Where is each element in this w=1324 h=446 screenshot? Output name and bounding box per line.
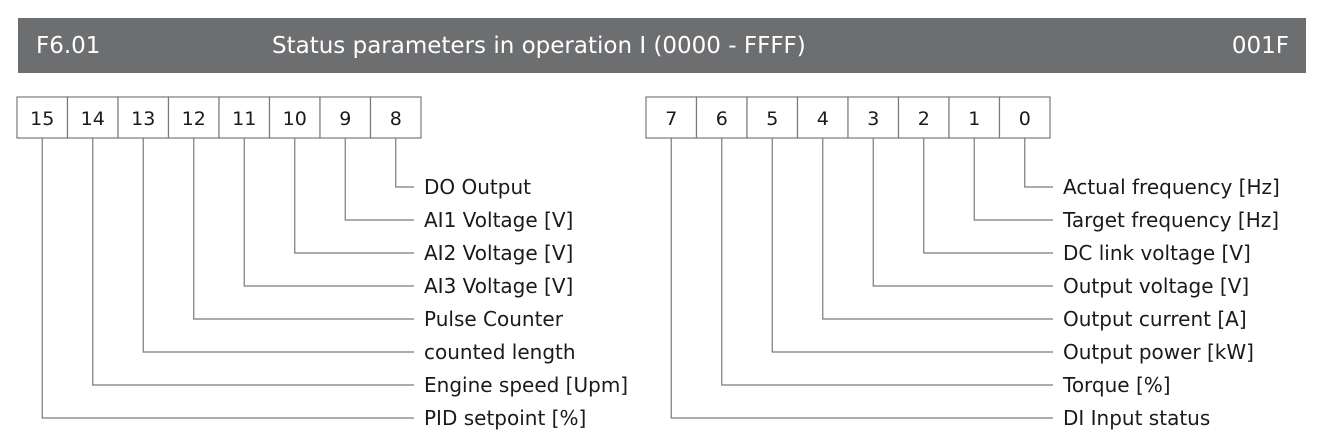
- bit-number-12: 12: [182, 108, 206, 130]
- bit-number-4: 4: [817, 108, 829, 130]
- leader-line-bit-6: [721, 138, 1053, 386]
- leader-line-bit-11: [243, 138, 414, 287]
- bit-cell-12: [167, 96, 220, 139]
- bit-label-2: DC link voltage [V]: [1063, 241, 1251, 265]
- bit-number-11: 11: [232, 108, 256, 130]
- bit-cell-7: [645, 96, 698, 139]
- leader-line-bit-4: [822, 138, 1053, 320]
- leader-line-bit-14: [92, 138, 414, 386]
- bit-number-0: 0: [1019, 108, 1031, 130]
- parameter-code: F6.01: [36, 33, 101, 59]
- bit-label-6: Torque [%]: [1062, 373, 1171, 397]
- leader-line-bit-7: [670, 138, 1053, 419]
- bit-label-10: AI2 Voltage [V]: [424, 241, 573, 265]
- bit-label-11: AI3 Voltage [V]: [424, 274, 573, 298]
- bit-number-10: 10: [283, 108, 307, 130]
- bit-label-0: Actual frequency [Hz]: [1063, 175, 1280, 199]
- leader-line-bit-2: [923, 138, 1053, 254]
- leader-line-bit-0: [1024, 138, 1053, 188]
- parameter-header: F6.01 Status parameters in operation I (…: [18, 18, 1306, 73]
- bit-label-5: Output power [kW]: [1063, 340, 1254, 364]
- bit-label-9: AI1 Voltage [V]: [424, 208, 573, 232]
- parameter-title: Status parameters in operation I (0000 -…: [272, 33, 806, 59]
- bit-number-1: 1: [968, 108, 980, 130]
- bit-number-8: 8: [390, 108, 402, 130]
- bit-label-1: Target frequency [Hz]: [1062, 208, 1279, 232]
- bit-number-9: 9: [339, 108, 351, 130]
- bit-label-8: DO Output: [424, 175, 531, 199]
- leader-line-bit-8: [395, 138, 414, 188]
- leader-line-bit-3: [872, 138, 1053, 287]
- bit-number-13: 13: [131, 108, 155, 130]
- bit-label-14: Engine speed [Upm]: [424, 373, 628, 397]
- leader-line-bit-13: [142, 138, 414, 353]
- bit-number-14: 14: [81, 108, 105, 130]
- bit-number-6: 6: [716, 108, 728, 130]
- bit-number-2: 2: [918, 108, 930, 130]
- bit-number-15: 15: [30, 108, 54, 130]
- bit-cell-5: [746, 96, 799, 139]
- leader-line-bit-5: [771, 138, 1053, 353]
- bit-label-12: Pulse Counter: [424, 307, 564, 331]
- leader-line-bit-1: [973, 138, 1053, 221]
- bit-cell-0: [998, 96, 1051, 139]
- parameter-default-value: 001F: [1231, 33, 1289, 59]
- bit-cell-9: [319, 96, 372, 139]
- bit-number-5: 5: [766, 108, 778, 130]
- bit-cell-3: [847, 96, 900, 139]
- leader-line-bit-9: [344, 138, 414, 221]
- bit-label-3: Output voltage [V]: [1063, 274, 1249, 298]
- bit-cell-2: [897, 96, 950, 139]
- bit-label-15: PID setpoint [%]: [424, 406, 586, 430]
- bit-label-13: counted length: [424, 340, 576, 364]
- bit-cell-15: [16, 96, 69, 139]
- bit-label-4: Output current [A]: [1063, 307, 1247, 331]
- leader-line-bit-15: [41, 138, 414, 419]
- bit-number-3: 3: [867, 108, 879, 130]
- leader-line-bit-10: [294, 138, 414, 254]
- leader-line-bit-12: [193, 138, 414, 320]
- bit-cell-14: [66, 96, 119, 139]
- bit-cell-1: [948, 96, 1001, 139]
- bit-number-7: 7: [665, 108, 677, 130]
- bit-label-7: DI Input status: [1063, 406, 1210, 430]
